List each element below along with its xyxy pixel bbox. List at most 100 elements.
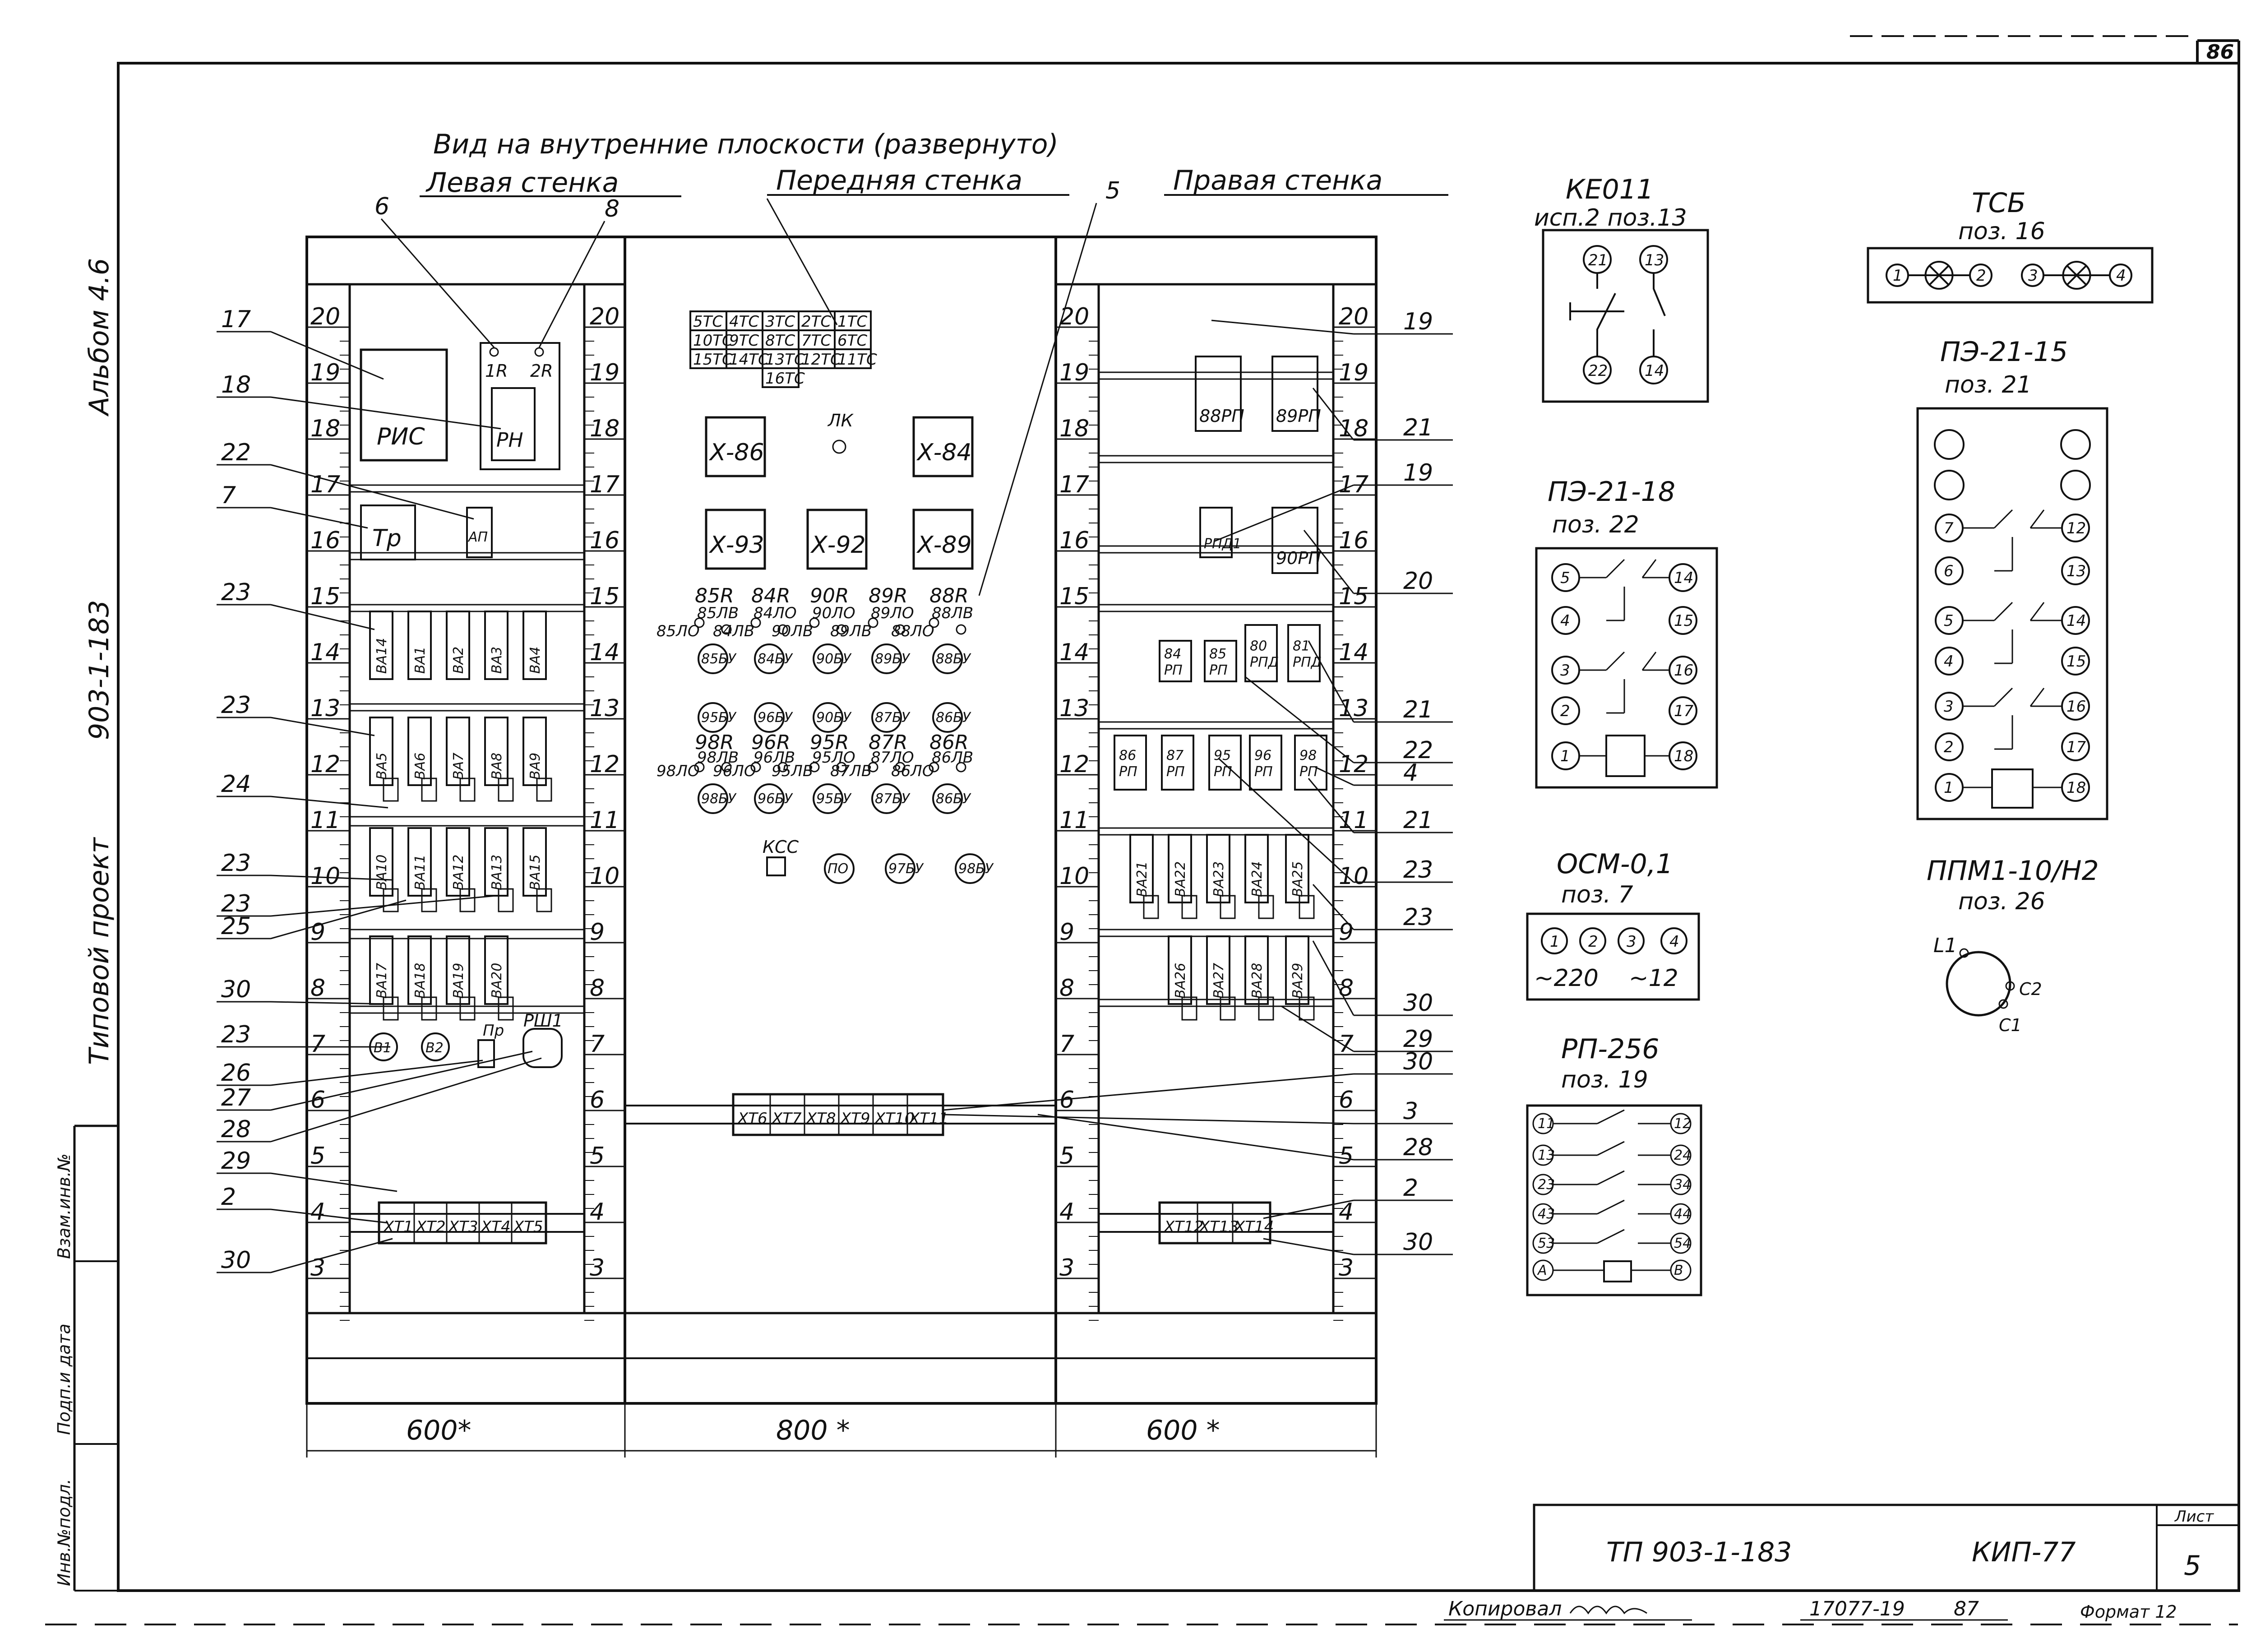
lamp-90ЛВ: 90ЛВ (772, 622, 813, 640)
lamp-84ЛО: 84ЛО (754, 604, 797, 622)
scale-number-18: 18 (1059, 415, 1089, 442)
tc-cell-4ТС: 4ТС (729, 313, 759, 331)
dim-left: 600* (406, 1415, 472, 1446)
footer-format: Формат 12 (2080, 1602, 2177, 1622)
scale-number-16: 16 (590, 527, 619, 554)
title-block: ТП 903-1-183 КИП-77 Лист 5 (1533, 1504, 2240, 1592)
scale-number-6: 6 (1339, 1087, 1354, 1114)
breaker-ВА13: ВА13 (489, 855, 505, 890)
callout-left-7: 7 (221, 482, 236, 509)
scale-number-5: 5 (590, 1143, 605, 1170)
scale-number-20: 20 (1059, 303, 1089, 330)
tc-cell-2ТС: 2ТС (801, 313, 831, 331)
rp256-pin-34: 34 (1674, 1177, 1691, 1193)
scale-number-4: 4 (1059, 1199, 1074, 1226)
terminal-ХТ1: ХТ1 (383, 1218, 413, 1236)
breaker-ВА27: ВА27 (1211, 963, 1227, 999)
osm-voltage-12: ~12 (1629, 965, 1678, 992)
callout-right-21: 21 (1403, 807, 1433, 834)
scale-number-20: 20 (1339, 303, 1368, 330)
tc-cell-6ТС: 6ТС (837, 332, 867, 350)
callout-right-22: 22 (1403, 737, 1433, 764)
breaker-ВА1: ВА1 (412, 647, 428, 674)
scale-number-7: 7 (1059, 1031, 1074, 1058)
breaker-ВА10: ВА10 (374, 855, 390, 890)
lamp-97БУ: 97БУ (888, 861, 924, 877)
scale-number-9: 9 (590, 919, 605, 946)
terminal-ХТ13: ХТ13 (1198, 1218, 1239, 1236)
section-left: Левая стенка (425, 167, 619, 199)
scale-number-9: 9 (310, 919, 325, 946)
lamp-88ЛВ: 88ЛВ (932, 604, 973, 622)
pe2115-pin-6: 6 (1944, 562, 1954, 580)
callout-left-28: 28 (221, 1116, 251, 1143)
title-mark: КИП-77 (1972, 1536, 2076, 1568)
tc-cell-5ТС: 5ТС (693, 313, 723, 331)
scale-number-19: 19 (1339, 359, 1368, 386)
meter-Х-84: Х-84 (916, 439, 972, 466)
breaker-ВА7: ВА7 (451, 753, 467, 780)
legend-ke011: КЕ011 исп.2 поз.13 21 13 22 14 (1534, 174, 1709, 403)
lamp-98ЛО: 98ЛО (656, 762, 700, 780)
terminal-ХТ3: ХТ3 (448, 1218, 478, 1236)
scale-number-19: 19 (310, 359, 340, 386)
scale-number-13: 13 (590, 695, 619, 722)
lamp-85ЛО: 85ЛО (656, 622, 700, 640)
lamp-95БУ: 95БУ (816, 791, 852, 807)
breaker-ВА18: ВА18 (412, 963, 428, 999)
meter-Х-92: Х-92 (810, 532, 866, 559)
project-number-vertical: 903-1-183 (83, 600, 115, 740)
breaker-ВА21: ВА21 (1134, 861, 1150, 897)
scale-number-13: 13 (1059, 695, 1089, 722)
scale-number-5: 5 (1339, 1143, 1354, 1170)
ppm-title: ППМ1-10/Н2 (1927, 855, 2099, 887)
callout-right-30: 30 (1403, 990, 1433, 1017)
scale-number-18: 18 (1339, 415, 1368, 442)
callout-right-20: 20 (1403, 568, 1433, 595)
callout-left-30: 30 (221, 1247, 251, 1274)
stamp-cell-orig: Инв.№подл. (54, 1479, 74, 1586)
device-2r: 2R (530, 361, 553, 381)
tsb-pin-1: 1 (1893, 267, 1903, 285)
lamp-95БУ: 95БУ (701, 710, 737, 726)
lamp-85БУ: 85БУ (701, 651, 737, 667)
lamp-87ЛВ: 87ЛВ (830, 762, 872, 780)
pe2118-pin-3: 3 (1560, 662, 1570, 680)
resistor-96R: 96R (751, 731, 791, 754)
rp256-pin-11: 11 (1538, 1116, 1555, 1132)
osm-voltage-220: ~220 (1534, 965, 1599, 992)
lamp-lk: ЛК (827, 411, 854, 430)
relay-87-РП: 87 (1166, 748, 1183, 764)
scale-number-8: 8 (1339, 975, 1354, 1002)
scale-number-6: 6 (590, 1087, 605, 1114)
relay-98-РП: 98 (1299, 748, 1317, 764)
scale-number-9: 9 (1339, 919, 1354, 946)
tsb-pin-3: 3 (2028, 267, 2038, 285)
breaker-ВА15: ВА15 (527, 855, 543, 890)
svg-text:РП: РП (1119, 764, 1137, 780)
lamp-95ЛВ: 95ЛВ (772, 762, 813, 780)
callout-6: 6 (374, 193, 389, 220)
ppm-terminal-c2: C2 (2019, 979, 2042, 999)
section-right: Правая стенка (1173, 165, 1382, 196)
callout-right-2: 2 (1403, 1175, 1418, 1202)
pe2118-pin-14: 14 (1674, 569, 1693, 587)
svg-text:13: 13 (1645, 251, 1664, 269)
device-pr: Пр (483, 1022, 504, 1040)
pe2118-title: ПЭ-21-18 (1548, 476, 1675, 508)
scale-number-8: 8 (590, 975, 605, 1002)
callout-right-28: 28 (1403, 1134, 1433, 1161)
resistor-88R: 88R (929, 584, 969, 607)
frame (45, 35, 2240, 1625)
scale-number-14: 14 (1059, 639, 1089, 666)
scale-number-17: 17 (590, 471, 619, 498)
rp256-pin-23: 23 (1538, 1177, 1555, 1193)
rp256-pin-53: 53 (1538, 1236, 1555, 1251)
callout-right-30: 30 (1403, 1048, 1433, 1075)
